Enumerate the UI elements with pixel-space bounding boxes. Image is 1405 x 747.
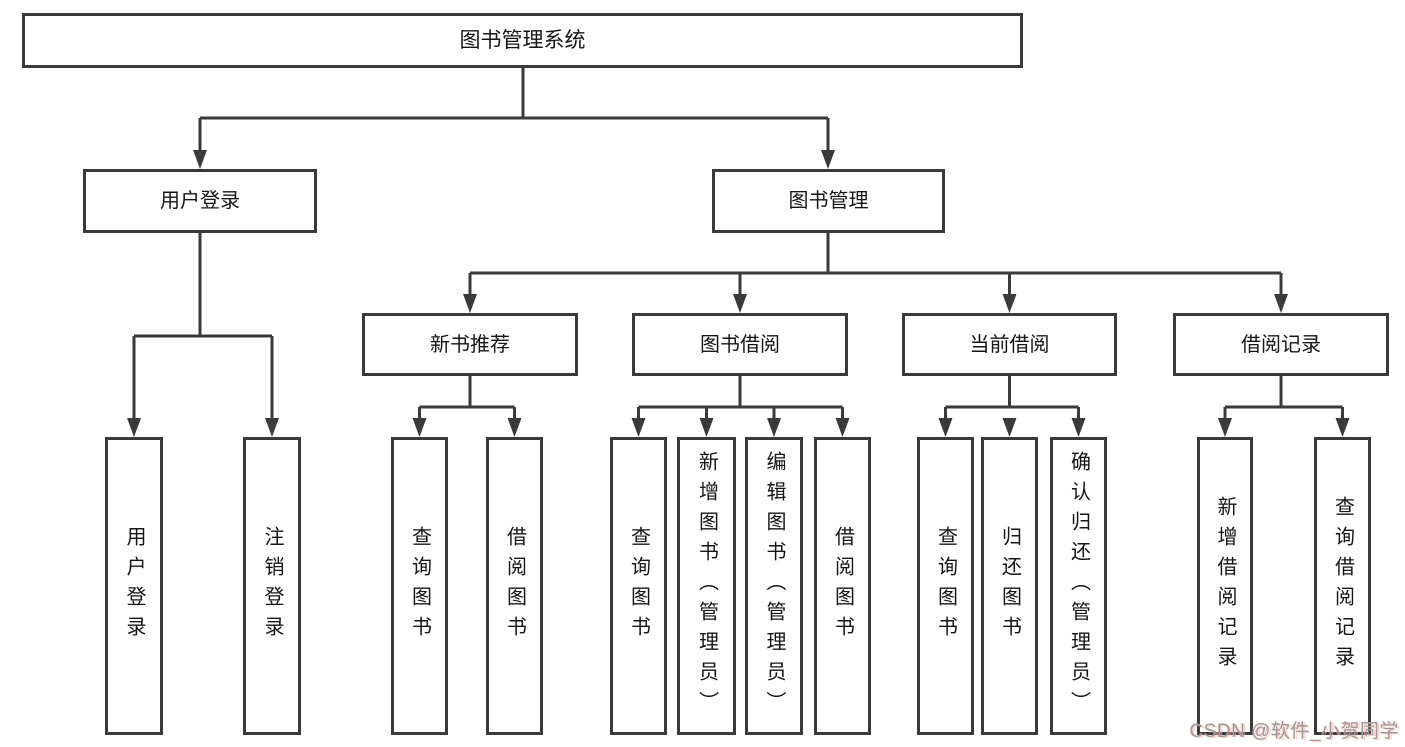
leaf-br-add-record: 新增借阅记录	[1197, 437, 1253, 735]
leaf-nb-borrow-books-label: 借阅图书	[503, 526, 526, 646]
leaf-bb-edit-books-admin: 编辑图书（管理员）	[745, 437, 803, 735]
node-root-label: 图书管理系统	[459, 29, 586, 52]
node-borrowing-records-label: 借阅记录	[1241, 333, 1321, 356]
leaf-logout: 注销登录	[243, 437, 301, 735]
leaf-cb-return-books: 归还图书	[981, 437, 1038, 735]
leaf-logout-label: 注销登录	[261, 526, 283, 646]
node-book-management: 图书管理	[712, 169, 945, 233]
leaf-br-query-record: 查询借阅记录	[1314, 437, 1371, 735]
node-root: 图书管理系统	[22, 13, 1023, 68]
leaf-cb-query-books-label: 查询图书	[934, 526, 957, 646]
leaf-cb-query-books: 查询图书	[917, 437, 974, 735]
leaf-bb-borrow-books-label: 借阅图书	[831, 526, 854, 646]
leaf-bb-edit-books-admin-label: 编辑图书（管理员）	[763, 451, 785, 721]
csdn-watermark: CSDN @软件_小贺同学	[1189, 721, 1399, 742]
node-user-login-label: 用户登录	[160, 190, 240, 212]
node-book-borrowing: 图书借阅	[632, 313, 848, 376]
leaf-nb-query-books: 查询图书	[391, 437, 448, 735]
leaf-bb-add-books-admin: 新增图书（管理员）	[677, 437, 736, 735]
leaf-cb-return-books-label: 归还图书	[998, 526, 1021, 646]
leaf-cb-confirm-return-admin: 确认归还（管理员）	[1050, 437, 1107, 735]
node-borrowing-records: 借阅记录	[1173, 313, 1389, 376]
leaf-br-add-record-label: 新增借阅记录	[1214, 496, 1236, 676]
leaf-cb-confirm-return-admin-label: 确认归还（管理员）	[1067, 451, 1090, 721]
arrowheads	[127, 150, 1350, 437]
node-user-login: 用户登录	[83, 169, 317, 233]
leaf-br-query-record-label: 查询借阅记录	[1331, 496, 1354, 676]
node-current-borrowing: 当前借阅	[902, 313, 1117, 376]
node-book-borrowing-label: 图书借阅	[700, 333, 780, 356]
leaf-nb-borrow-books: 借阅图书	[486, 437, 543, 735]
leaf-bb-borrow-books: 借阅图书	[814, 437, 871, 735]
node-current-borrowing-label: 当前借阅	[969, 333, 1050, 356]
leaf-bb-query-books: 查询图书	[610, 437, 667, 735]
leaf-user-login-label: 用户登录	[123, 526, 145, 646]
leaf-nb-query-books-label: 查询图书	[408, 526, 431, 646]
leaf-user-login: 用户登录	[105, 437, 163, 735]
node-new-book-recommend-label: 新书推荐	[430, 333, 510, 356]
leaf-bb-add-books-admin-label: 新增图书（管理员）	[695, 451, 718, 721]
node-book-management-label: 图书管理	[788, 190, 869, 212]
node-new-book-recommend: 新书推荐	[362, 313, 578, 376]
leaf-bb-query-books-label: 查询图书	[627, 526, 650, 646]
